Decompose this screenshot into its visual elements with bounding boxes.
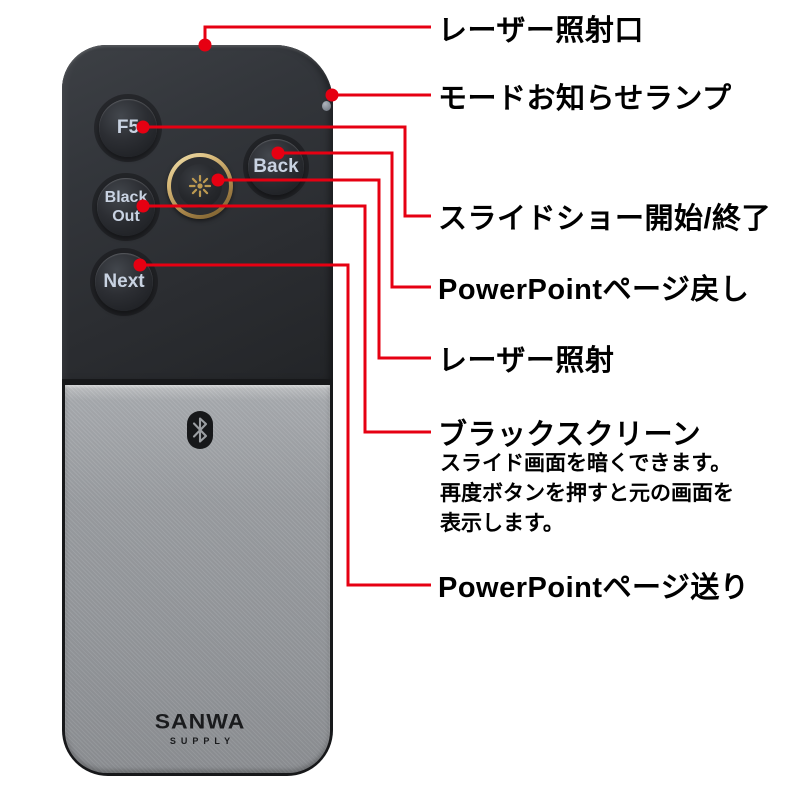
label-slideshow: スライドショー開始/終了 [438,203,772,235]
f5-button-label: F5 [116,117,140,138]
mode-indicator-lamp [322,101,331,111]
blackscreen-description: スライド画面を暗くできます。 再度ボタンを押すと元の画面を 表示します。 [440,452,734,535]
label-laser-port: レーザー照射口 [438,15,644,47]
label-page-back: PowerPointページ戻し [438,274,750,306]
laser-button [178,164,222,208]
f5-button: F5 [99,99,157,157]
brand-subtitle: SUPPLY [169,736,236,746]
laser-starburst-icon [188,174,212,198]
remote-device: F5 Back [62,45,333,776]
brand-logo: SANWA SUPPLY [130,708,270,746]
brand-name: SANWA [154,709,246,733]
back-button-label: Back [253,156,299,177]
callout-line-laser-port [203,25,431,45]
blackout-button-label: Black Out [104,189,148,225]
next-button: Next [95,253,153,311]
label-blackscreen: ブラックスクリーン [438,419,702,451]
label-page-forward: PowerPointページ送り [438,572,750,604]
laser-button-gold-ring [167,153,233,219]
label-laser: レーザー照射 [438,345,615,377]
laser-button-recess [171,157,229,215]
blackout-button: Black Out [97,178,155,236]
next-button-label: Next [103,271,145,292]
label-mode-lamp: モードお知らせランプ [438,83,732,115]
bluetooth-icon [187,411,213,449]
back-button: Back [248,139,304,195]
